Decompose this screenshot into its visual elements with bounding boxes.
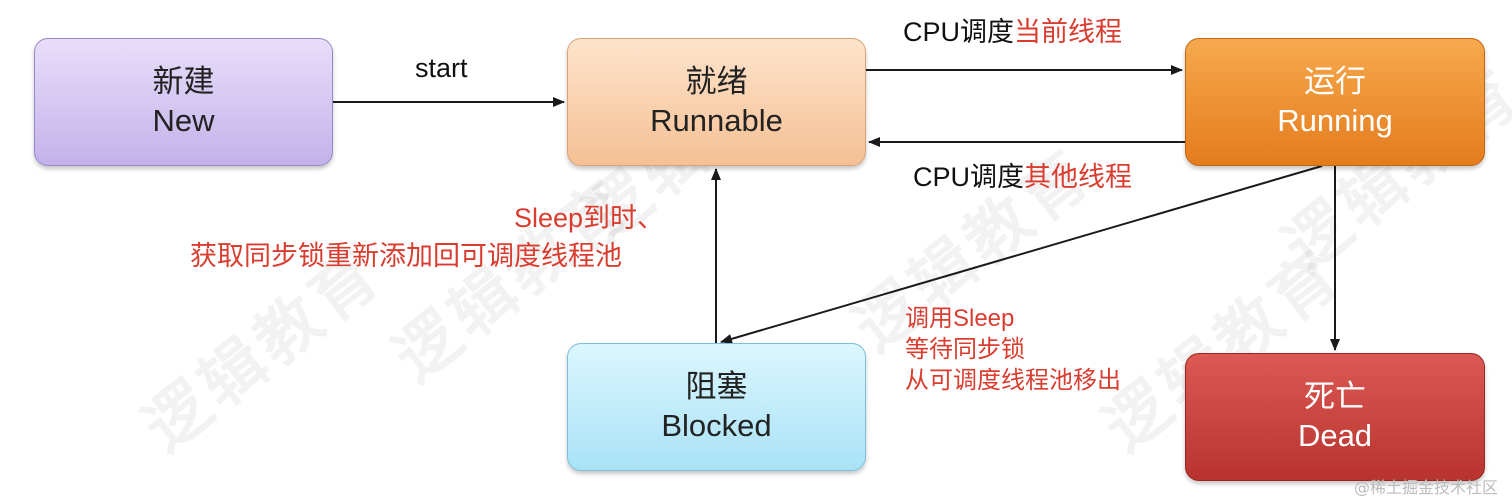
label-sleep-return-1: Sleep到时、: [514, 203, 665, 233]
state-blocked-zh: 阻塞: [685, 369, 748, 406]
label-schedule-other: CPU调度其他线程: [913, 161, 1132, 195]
state-runnable-en: Runnable: [650, 103, 783, 138]
arrow-running-to-blocked: [720, 165, 1323, 344]
state-runnable: 就绪 Runnable: [567, 38, 866, 166]
state-dead-zh: 死亡: [1304, 379, 1366, 416]
state-running-zh: 运行: [1304, 64, 1366, 101]
state-dead-en: Dead: [1297, 418, 1373, 453]
state-new-en: New: [152, 103, 215, 138]
state-new-zh: 新建: [152, 64, 215, 101]
state-blocked: 阻塞 Blocked: [567, 343, 866, 471]
label-to-blocked-3: 从可调度线程池移出: [905, 367, 1121, 394]
state-running-en: Running: [1277, 103, 1393, 138]
state-new: 新建 New: [34, 38, 333, 166]
label-to-blocked-2: 等待同步锁: [905, 336, 1025, 363]
label-start: start: [415, 53, 468, 83]
label-schedule-current: CPU调度当前线程: [903, 16, 1122, 50]
label-schedule-current-prefix: CPU调度: [903, 17, 1015, 47]
footer-credit: @稀土掘金技术社区: [1353, 478, 1498, 497]
state-runnable-zh: 就绪: [685, 64, 748, 101]
label-sleep-return-2: 获取同步锁重新添加回可调度线程池: [190, 241, 622, 271]
state-running: 运行 Running: [1185, 38, 1485, 166]
label-schedule-other-prefix: CPU调度: [913, 162, 1025, 192]
state-blocked-en: Blocked: [661, 408, 772, 443]
label-schedule-current-highlight: 当前线程: [1014, 17, 1123, 47]
label-schedule-other-highlight: 其他线程: [1024, 162, 1133, 192]
label-to-blocked-1: 调用Sleep: [905, 305, 1015, 332]
state-dead: 死亡 Dead: [1185, 353, 1485, 481]
